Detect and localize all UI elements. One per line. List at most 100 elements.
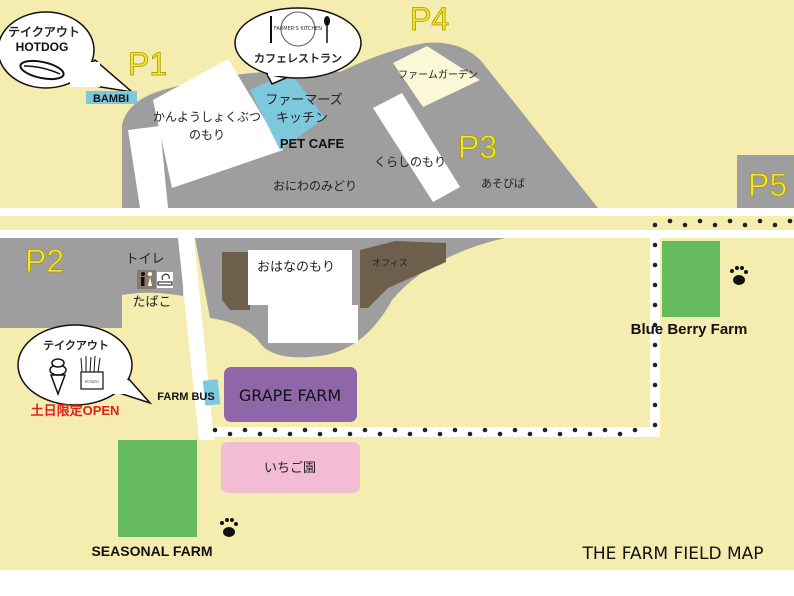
farmers-label-2: キッチン [276, 111, 328, 126]
farm-garden-area[interactable] [393, 46, 480, 107]
fries-logo: POTATO [85, 380, 99, 384]
paw-print [422, 427, 428, 433]
paw-print [527, 431, 533, 437]
paw-print [407, 431, 413, 437]
parking-p1[interactable]: P1 [128, 46, 168, 83]
ichigo-label: いちご園 [264, 460, 316, 476]
blueberry-farm[interactable] [662, 241, 720, 317]
parking-p4[interactable]: P4 [410, 1, 450, 38]
oniwa-label: おにわのみどり [273, 179, 357, 193]
paw-print [652, 422, 658, 428]
strawberry-farm[interactable] [221, 442, 360, 493]
paw-print [302, 427, 308, 433]
paw-print [652, 302, 658, 308]
road-lower [0, 230, 794, 238]
farm-garden-label: ファームガーデン [398, 68, 478, 81]
cafe-label: カフェレストラン [254, 52, 342, 65]
icecream-bubble[interactable]: テイクアウト POTATO [17, 324, 153, 406]
bottom-margin [0, 570, 794, 596]
paw-print [317, 431, 323, 437]
paw-print [362, 427, 368, 433]
hotdog-label-2: HOTDOG [16, 40, 69, 54]
paw-icon [730, 266, 748, 285]
asobiba-label: あそびば [481, 177, 525, 190]
paw-print [542, 427, 548, 433]
bambi-sign[interactable] [86, 91, 137, 104]
paw-print [697, 218, 703, 224]
road-upper [0, 208, 794, 216]
paw-print [227, 431, 233, 437]
paw-print [652, 262, 658, 268]
paw-print [652, 322, 658, 328]
kurashi-building[interactable] [373, 93, 460, 202]
farmers-kitchen-building[interactable] [250, 72, 325, 150]
paw-print [652, 362, 658, 368]
paw-print [287, 431, 293, 437]
paw-print [652, 242, 658, 248]
paw-print [482, 427, 488, 433]
hotdog-bubble[interactable]: テイクアウト HOTDOG [0, 11, 135, 94]
paw-print [332, 427, 338, 433]
paw-print [242, 427, 248, 433]
paw-print [772, 222, 778, 228]
cafe-bubble[interactable]: FARMER'S KITCHEN カフェレストラン [234, 7, 362, 85]
paw-print [257, 431, 263, 437]
building-left [128, 126, 168, 208]
office-label: オフィス [372, 258, 408, 269]
kanyo-building[interactable] [153, 59, 283, 188]
map-title: THE FARM FIELD MAP [581, 544, 763, 564]
paw-print [652, 342, 658, 348]
paw-print [617, 431, 623, 437]
walking-path-horizontal [198, 427, 660, 437]
paw-print [347, 431, 353, 437]
farmers-label-1: ファーマーズ [265, 92, 342, 108]
paw-print [632, 427, 638, 433]
paw-trail [212, 218, 793, 437]
fries-icon: POTATO [80, 355, 104, 390]
spoon-icon [324, 16, 330, 43]
office-building[interactable] [360, 241, 446, 308]
p5-lot[interactable] [737, 155, 794, 208]
tabako-label: たばこ [132, 295, 171, 310]
icecream-label: テイクアウト [43, 339, 109, 352]
pet-cafe-label: PET CAFE [280, 136, 345, 151]
farm-bus-label: FARM BUS [157, 391, 214, 403]
hotdog-icon [19, 59, 65, 81]
kanyo-label-2: のもり [189, 128, 225, 142]
kanyo-label-1: かんようしょくぶつ [153, 110, 261, 124]
bambi-label: BAMBI [93, 93, 129, 105]
paw-print [787, 218, 793, 224]
p2-lot[interactable] [0, 238, 122, 328]
toilet-label: トイレ [125, 252, 164, 267]
paw-print [512, 427, 518, 433]
paw-print [757, 218, 763, 224]
grape-farm[interactable] [224, 367, 357, 422]
paw-print [392, 427, 398, 433]
paw-print [377, 431, 383, 437]
paw-icon [220, 518, 238, 537]
paw-print [652, 282, 658, 288]
paw-print [467, 431, 473, 437]
paw-print [272, 427, 278, 433]
ice-cream-icon [49, 358, 67, 397]
parking-p5[interactable]: P5 [748, 167, 788, 204]
weekend-open-label: 土日限定OPEN [31, 403, 120, 418]
parking-p2[interactable]: P2 [25, 243, 65, 280]
farm-bus-stop[interactable] [202, 379, 221, 406]
paw-print [572, 427, 578, 433]
parking-p3[interactable]: P3 [458, 129, 498, 166]
paw-print [557, 431, 563, 437]
paw-print [652, 222, 658, 228]
restroom-icon [137, 270, 156, 289]
cafe-logo-text: FARMER'S KITCHEN [274, 26, 322, 32]
farmers-kitchen-logo [280, 11, 316, 47]
paw-print [497, 431, 503, 437]
paw-print [727, 218, 733, 224]
paw-print [652, 382, 658, 388]
blueberry-farm-label: Blue Berry Farm [631, 321, 748, 338]
ohana-building[interactable] [248, 250, 358, 343]
seasonal-farm[interactable] [118, 440, 197, 537]
hotdog-label-1: テイクアウト [8, 25, 80, 39]
ohana-label: おはなのもり [257, 260, 335, 275]
